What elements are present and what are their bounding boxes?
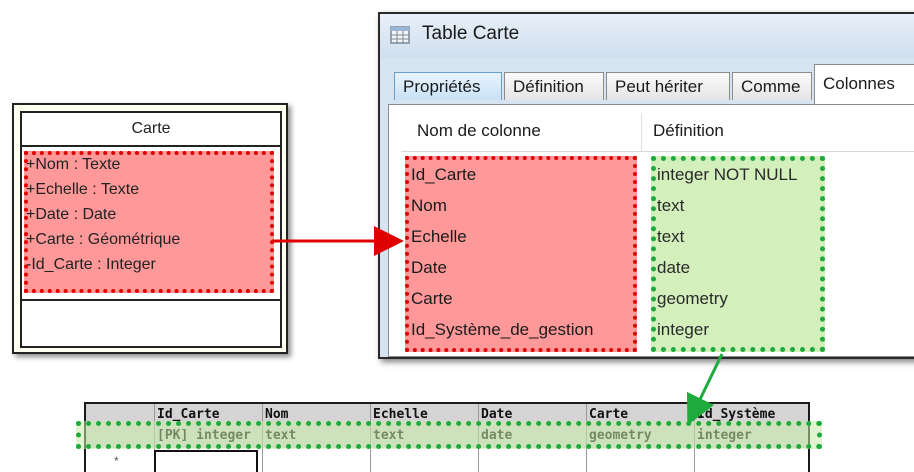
uml-attributes: +Nom : Texte +Echelle : Texte +Date : Da… xyxy=(22,147,280,299)
tab-definition[interactable]: Définition xyxy=(504,72,604,100)
column-name[interactable]: Carte xyxy=(411,289,453,308)
column-name[interactable]: Nom xyxy=(411,196,447,215)
new-row-marker: * xyxy=(114,454,119,468)
table-properties-window: Table Carte Propriétés Définition Peut h… xyxy=(378,12,914,359)
uml-attribute: -Id_Carte : Integer xyxy=(26,256,156,273)
grid-column-name: Nom xyxy=(265,407,289,422)
tab-peut-heriter[interactable]: Peut hériter xyxy=(606,72,730,100)
column-definitions-highlight xyxy=(651,156,825,352)
column-header-name[interactable]: Nom de colonne xyxy=(417,121,541,140)
column-definition[interactable]: integer NOT NULL xyxy=(657,165,798,184)
selected-cell[interactable] xyxy=(154,450,258,472)
column-definition[interactable]: text xyxy=(657,227,685,246)
tab-colonnes[interactable]: Colonnes xyxy=(814,64,914,104)
uml-class-frame: Carte +Nom : Texte +Echelle : Texte +Dat… xyxy=(20,111,282,348)
column-definition[interactable]: geometry xyxy=(657,289,728,308)
grid-row-highlight xyxy=(76,421,822,449)
grid-column-name: Id_Système xyxy=(697,407,776,422)
uml-attribute: +Echelle : Texte xyxy=(26,181,140,198)
column-name[interactable]: Echelle xyxy=(411,227,467,246)
uml-class-name: Carte xyxy=(131,120,171,137)
window-title: Table Carte xyxy=(422,23,520,44)
uml-attribute: +Nom : Texte xyxy=(26,156,121,173)
table-icon xyxy=(390,26,410,44)
column-name[interactable]: Date xyxy=(411,258,447,277)
window-titlebar[interactable]: Table Carte xyxy=(380,14,914,58)
green-arrow xyxy=(686,353,724,426)
column-definition[interactable]: text xyxy=(657,196,685,215)
grid-column-name: Date xyxy=(481,407,513,422)
grid-column-name: Carte xyxy=(589,407,629,422)
tab-comme[interactable]: Comme xyxy=(732,72,812,100)
column-names-highlight xyxy=(405,156,637,352)
uml-divider xyxy=(22,299,280,301)
columns-panel: Nom de colonne Définition Id_Carte integ… xyxy=(388,104,914,357)
column-header-definition[interactable]: Définition xyxy=(653,121,724,140)
uml-attributes-highlight xyxy=(24,151,274,293)
tab-proprietes[interactable]: Propriétés xyxy=(394,72,502,100)
grid-column-name: Id_Carte xyxy=(157,407,220,422)
grid-column-name: Echelle xyxy=(373,407,428,422)
column-name[interactable]: Id_Système_de_gestion xyxy=(411,320,594,339)
uml-attribute: +Date : Date xyxy=(26,206,117,223)
column-definition[interactable]: date xyxy=(657,258,691,277)
columns-header: Nom de colonne Définition xyxy=(401,113,914,152)
column-definition[interactable]: integer xyxy=(657,320,709,339)
uml-attribute: +Carte : Géométrique xyxy=(26,231,181,248)
uml-class-box: Carte +Nom : Texte +Echelle : Texte +Dat… xyxy=(12,103,288,354)
tab-strip: Propriétés Définition Peut hériter Comme… xyxy=(388,64,914,104)
uml-divider xyxy=(22,145,280,147)
column-name[interactable]: Id_Carte xyxy=(411,165,477,184)
header-divider xyxy=(641,113,642,151)
